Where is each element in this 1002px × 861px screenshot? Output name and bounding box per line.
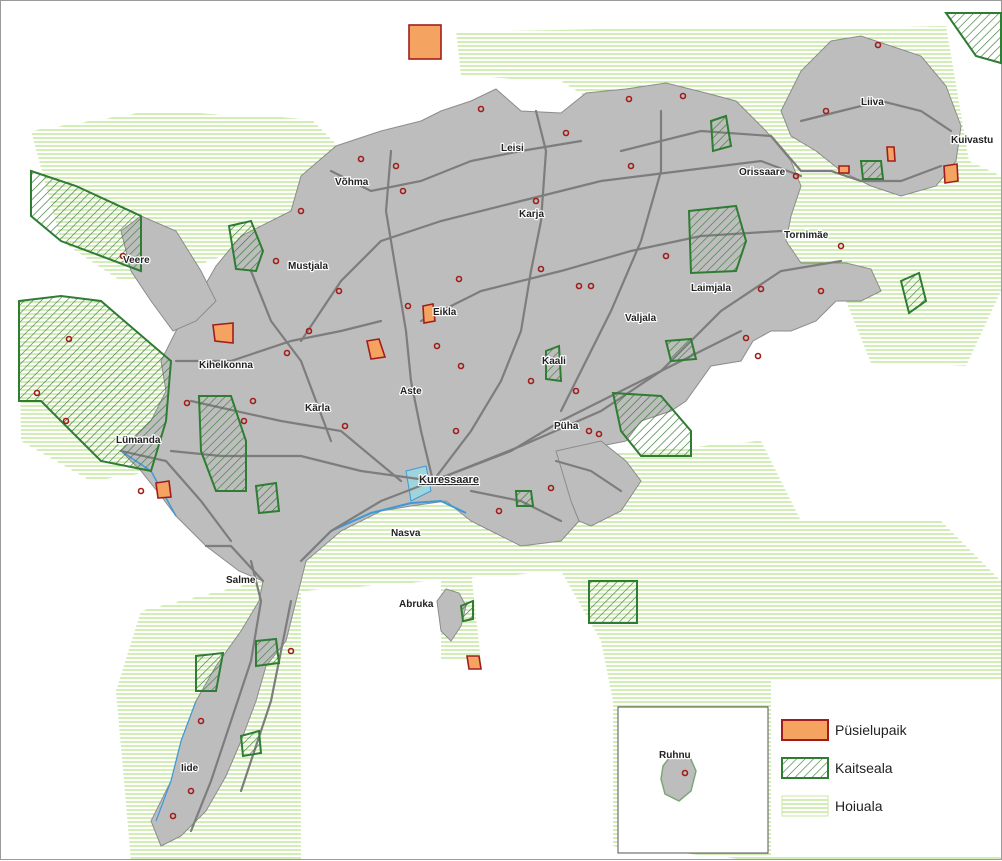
- legend-item-pusielupaik: Püsielupaik: [781, 719, 907, 741]
- map-legend: Püsielupaik Kaitseala Hoiuala: [771, 679, 1001, 855]
- label-kaali: Kaali: [542, 356, 566, 367]
- legend-item-kaitseala: Kaitseala: [781, 757, 893, 779]
- label-kuressaare: Kuressaare: [419, 474, 479, 486]
- label-liiva: Liiva: [861, 97, 884, 108]
- label-ruhnu: Ruhnu: [659, 750, 691, 761]
- small-sites: [33, 41, 882, 820]
- orange-polygon-icon: [781, 719, 829, 741]
- legend-label-pusielupaik: Püsielupaik: [835, 722, 907, 738]
- ruhnu-inset: [617, 706, 769, 854]
- label-kuivastu: Kuivastu: [951, 135, 993, 146]
- label-salme: Salme: [226, 575, 256, 586]
- label-nasva: Nasva: [391, 528, 421, 539]
- legend-label-hoiuala: Hoiuala: [835, 798, 883, 814]
- dark-green-hatch-icon: [781, 757, 829, 779]
- kaitseala-areas: [18, 12, 1002, 758]
- label-tornimae: Tornimäe: [784, 230, 829, 241]
- label-orissaare: Orissaare: [739, 167, 786, 178]
- label-valjala: Valjala: [625, 313, 657, 324]
- label-karla: Kärla: [305, 403, 330, 414]
- road-network: [119, 99, 953, 833]
- muhu-island: [780, 35, 962, 197]
- label-vohma: Võhma: [335, 177, 369, 188]
- label-puha: Püha: [554, 421, 579, 432]
- place-labels: Liiva Kuivastu Leisi Orissaare Võhma Kar…: [115, 96, 995, 775]
- label-kihelkonna: Kihelkonna: [199, 360, 253, 371]
- legend-item-hoiuala: Hoiuala: [781, 795, 882, 817]
- light-green-stripes-icon: [781, 795, 829, 817]
- label-aste: Aste: [400, 386, 422, 397]
- label-iide: Iide: [181, 763, 199, 774]
- label-karja: Karja: [519, 209, 544, 220]
- label-veere: Veere: [123, 255, 150, 266]
- label-lumanda: Lümanda: [116, 435, 161, 446]
- label-leisi: Leisi: [501, 143, 524, 154]
- label-eikla: Eikla: [433, 307, 457, 318]
- label-abruka: Abruka: [399, 599, 434, 610]
- pusielupaik-areas: [155, 24, 959, 670]
- legend-label-kaitseala: Kaitseala: [835, 760, 893, 776]
- label-laimjala: Laimjala: [691, 283, 731, 294]
- label-mustjala: Mustjala: [288, 261, 328, 272]
